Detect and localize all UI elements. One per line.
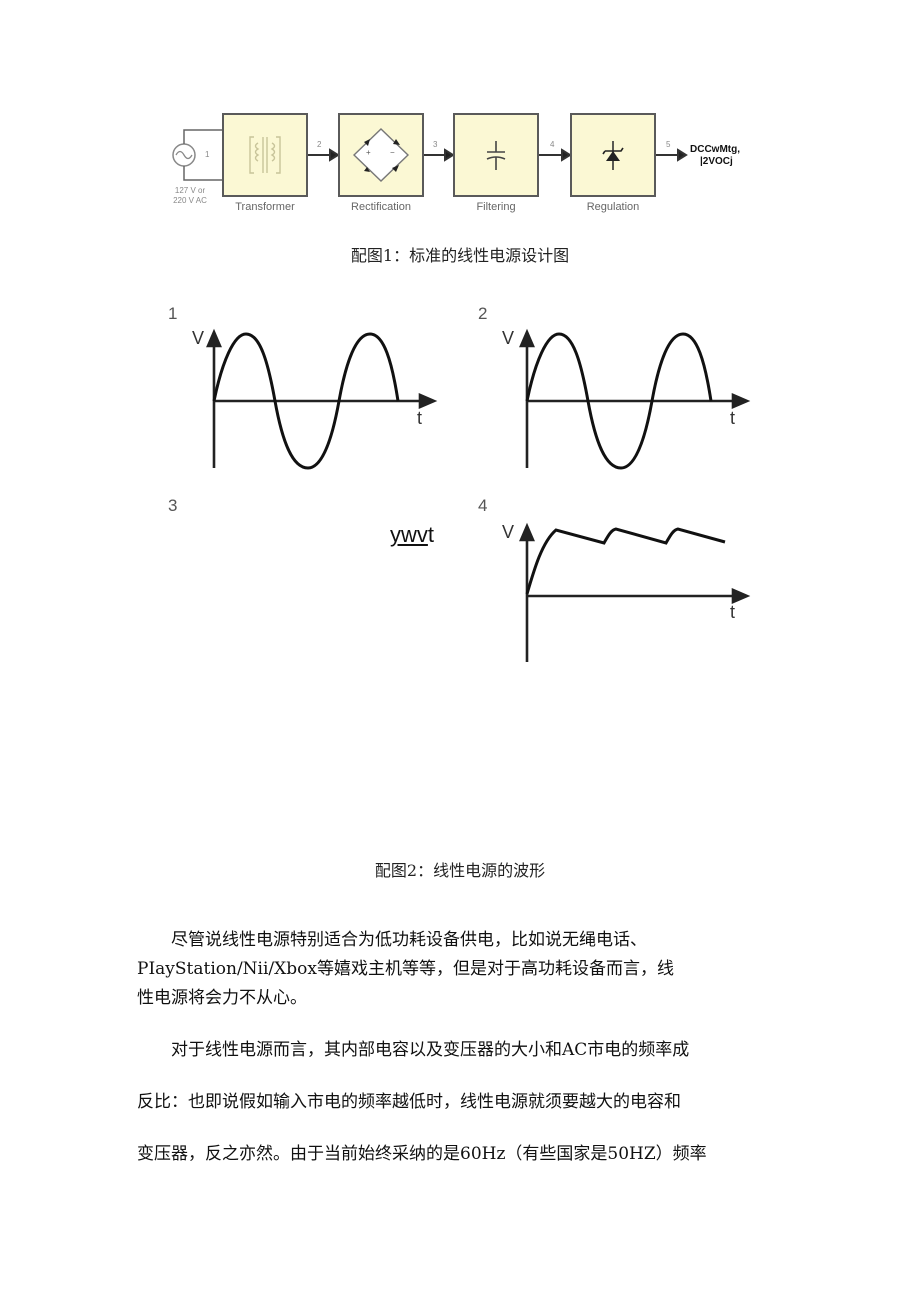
sine-wave-plot	[519, 328, 751, 470]
connection-number-5: 5	[666, 140, 671, 149]
block-label-regulation: Regulation	[586, 201, 640, 213]
block-label-filtering: Filtering	[476, 201, 516, 213]
input-voltage-label: 127 V or 220 V AC	[173, 186, 207, 205]
paragraph-2: 对于线性电源而言，其内部电容以及变压器的大小和AC市电的频率成 反比：也即说假如…	[137, 1024, 787, 1180]
paragraph-1-line-1: 尽管说线性电源特别适合为低功耗设备供电，比如说无绳电话、	[171, 930, 647, 950]
x-axis-label: t	[730, 408, 736, 428]
figure2-caption: 配图2：线性电源的波形	[374, 861, 546, 880]
connection-number-4: 4	[550, 140, 555, 149]
waveform-panel-3: 3	[160, 490, 460, 570]
ac-source-icon	[172, 129, 222, 181]
figure1-caption: 配图1：标准的线性电源设计图	[350, 246, 570, 265]
waveform-panel-2: 2 V t	[470, 290, 770, 480]
x-axis-label: t	[417, 408, 423, 428]
sine-wave-plot	[206, 328, 438, 470]
y-axis-label: V	[192, 328, 205, 348]
y-axis-label: V	[502, 522, 515, 542]
linear-power-supply-block-diagram: 1 2 3 4 5 127 V or 220 V AC Transformer …	[160, 100, 760, 225]
panel-number: 2	[478, 304, 488, 323]
transformer-block	[222, 113, 308, 197]
paragraph-1-line-3: 性电源将会力不从心。	[137, 988, 307, 1008]
block-label-rectification: Rectification	[351, 201, 411, 213]
connection-number-1: 1	[205, 150, 210, 159]
panel-3-overlay-text: ywvt	[390, 522, 435, 547]
transformer-icon	[249, 136, 281, 174]
connector-arrows	[308, 148, 688, 162]
filtered-ripple-plot	[519, 522, 751, 662]
svg-text:−: −	[390, 148, 395, 157]
waveform-panel-1: 1 V t	[160, 290, 460, 480]
waveform-panel-4: 4 V t	[470, 490, 770, 670]
paragraph-1-line-2: PIayStation/Nii/Xbox等嬉戏主机等等，但是对于高功耗设备而言，…	[137, 959, 674, 979]
output-label: DCCwMtg, |2VOCj	[690, 144, 740, 167]
panel-number: 4	[478, 496, 488, 515]
block-label-transformer: Transformer	[235, 201, 295, 213]
diagram-wiring	[172, 129, 688, 181]
x-axis-label: t	[730, 602, 736, 622]
paragraph-2-line-3: 变压器，反之亦然。由于当前始终采纳的是60Hz（有些国家是50HZ）频率	[137, 1144, 707, 1164]
connection-number-2: 2	[317, 140, 322, 149]
filtering-block	[453, 113, 539, 197]
svg-text:+: +	[366, 148, 371, 157]
connection-number-3: 3	[433, 140, 438, 149]
bridge-rectifier-icon: + −	[352, 128, 410, 182]
panel-number: 3	[168, 496, 178, 515]
paragraph-2-line-1: 对于线性电源而言，其内部电容以及变压器的大小和AC市电的频率成	[171, 1040, 690, 1060]
paragraph-2-line-2: 反比：也即说假如输入市电的频率越低时，线性电源就须要越大的电容和	[137, 1092, 681, 1112]
rectification-block: + −	[338, 113, 424, 197]
panel-number: 1	[168, 304, 178, 323]
capacitor-icon	[486, 141, 506, 170]
zener-diode-icon	[602, 141, 624, 170]
regulation-block	[570, 113, 656, 197]
y-axis-label: V	[502, 328, 515, 348]
paragraph-1: 尽管说线性电源特别适合为低功耗设备供电，比如说无绳电话、 PIayStation…	[137, 926, 787, 1013]
